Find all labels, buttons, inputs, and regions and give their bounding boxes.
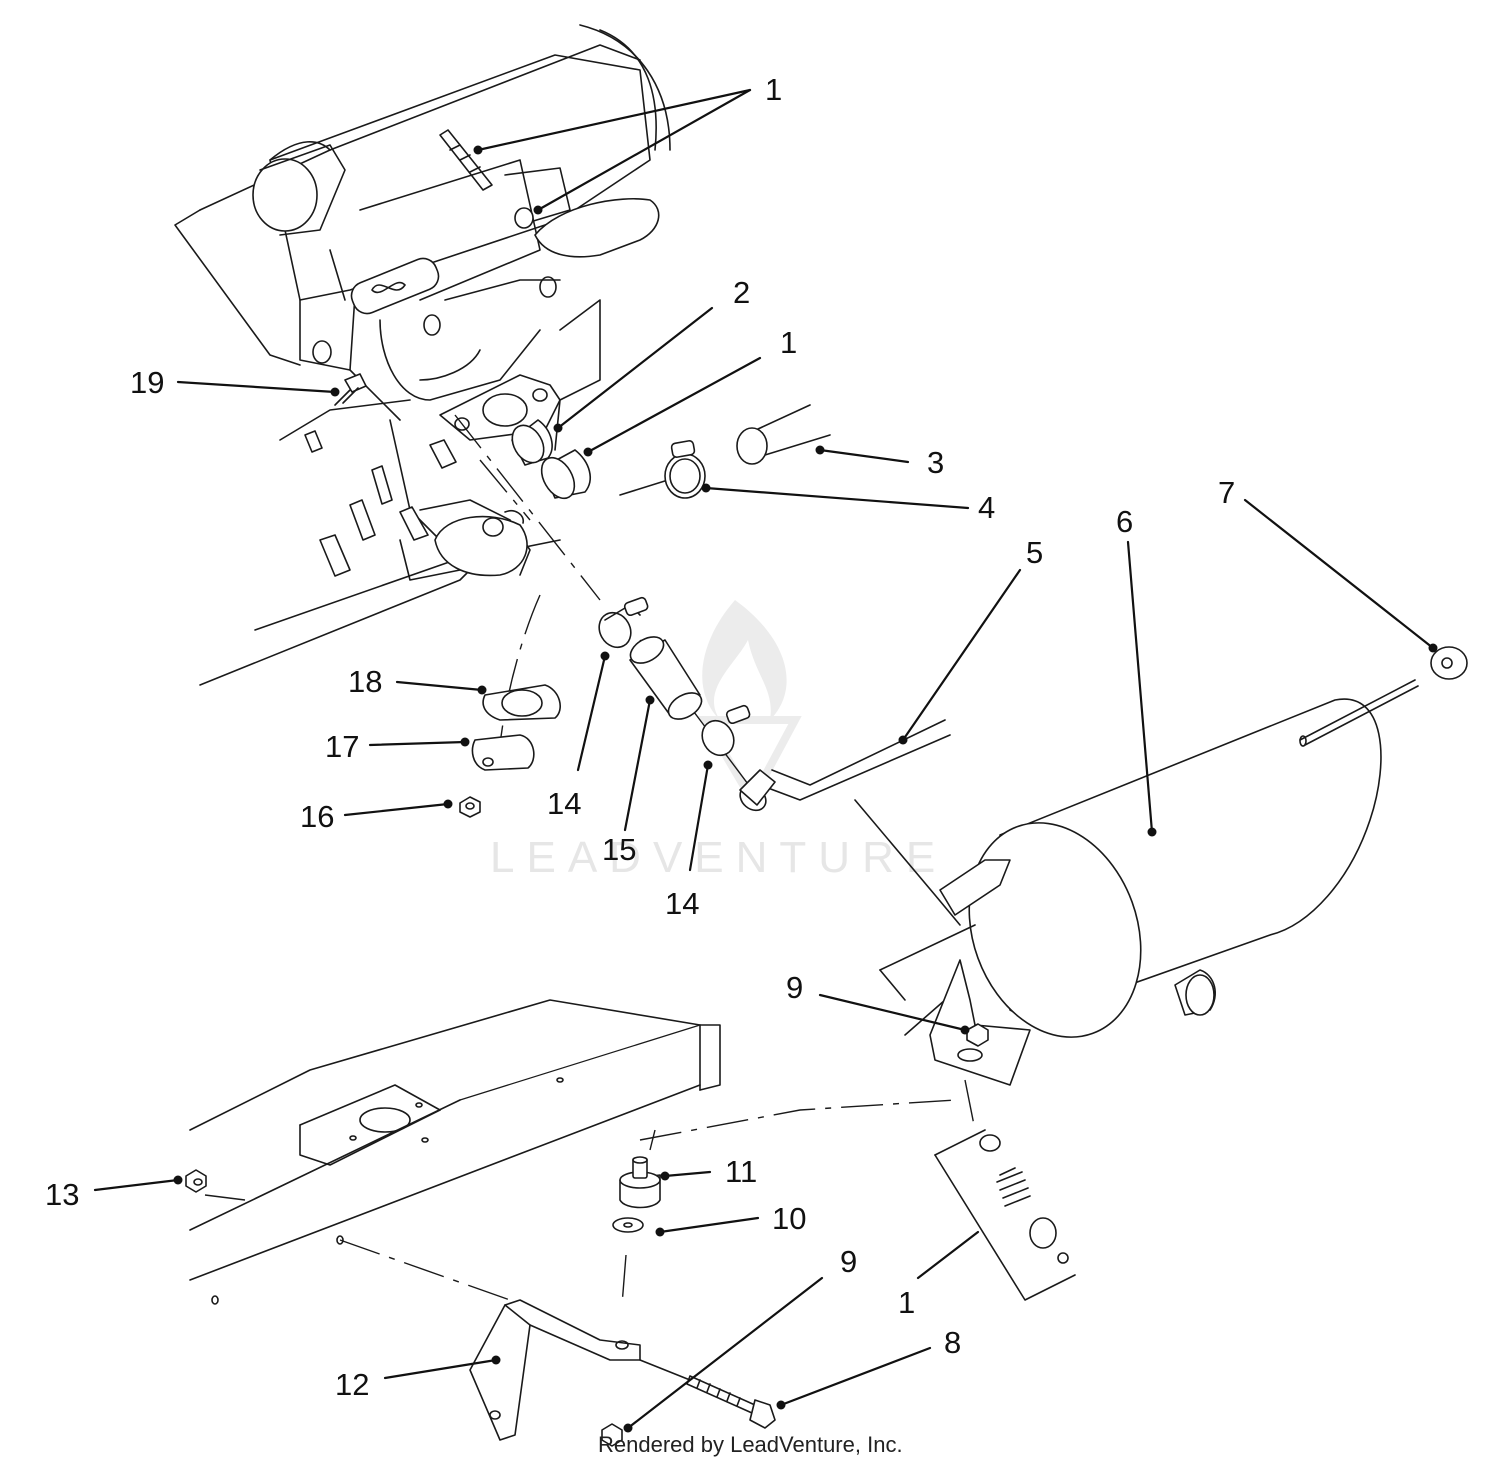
clamp-14-left <box>598 596 649 649</box>
callout-16: 16 <box>300 799 334 834</box>
exhaust-flange <box>439 374 561 441</box>
muffler-bracket <box>879 924 1031 1086</box>
callout-7: 7 <box>1218 475 1235 510</box>
nut-7 <box>1430 646 1468 680</box>
leader-lines <box>93 88 1438 1433</box>
callout-10: 10 <box>772 1201 806 1236</box>
callout-9: 9 <box>840 1244 857 1279</box>
callout-5: 5 <box>1026 535 1043 570</box>
watermark-text: LEADVENTURE <box>490 833 947 882</box>
bolt-1-top <box>439 129 534 229</box>
nut-16 <box>459 796 481 818</box>
bolt-9-top <box>966 1023 989 1047</box>
callout-14: 14 <box>665 886 699 921</box>
nut-13 <box>185 1169 207 1193</box>
engine-block <box>174 24 671 451</box>
engine-studs <box>304 430 457 577</box>
callout-4: 4 <box>978 490 995 525</box>
callout-8: 8 <box>944 1325 961 1360</box>
bolt-8 <box>639 1359 776 1429</box>
watermark: LEADVENTURE <box>490 600 947 882</box>
callout-6: 6 <box>1116 504 1133 539</box>
callout-19: 19 <box>130 365 164 400</box>
callout-9: 9 <box>786 970 803 1005</box>
callout-18: 18 <box>348 664 382 699</box>
callout-1: 1 <box>780 325 797 360</box>
callout-11: 11 <box>725 1154 757 1189</box>
pipe-3 <box>619 404 831 496</box>
callout-1: 1 <box>898 1285 915 1320</box>
gasket-18 <box>482 684 561 721</box>
nut-9-bottom <box>601 1423 623 1447</box>
callout-15: 15 <box>602 832 636 867</box>
callout-12: 12 <box>335 1367 369 1402</box>
callout-2: 2 <box>733 275 750 310</box>
bolt-19 <box>279 373 411 441</box>
vehicle-frame <box>189 999 721 1305</box>
callout-13: 13 <box>45 1177 79 1212</box>
clamp-4 <box>664 440 706 499</box>
callout-labels: 1 2 1 19 3 4 5 6 7 18 17 16 14 15 14 9 1… <box>45 72 1235 1402</box>
clamp-14-right <box>701 704 751 757</box>
callout-1: 1 <box>765 72 782 107</box>
callout-3: 3 <box>927 445 944 480</box>
washer-10 <box>612 1217 644 1233</box>
isolator-mount-11 <box>619 1156 661 1209</box>
callout-17: 17 <box>325 729 359 764</box>
bracket-12 <box>469 1299 641 1441</box>
callout-14: 14 <box>547 786 581 821</box>
spring-kit-1 <box>934 1129 1076 1301</box>
ring-1 <box>540 449 591 500</box>
render-credit: Rendered by LeadVenture, Inc. <box>598 1432 903 1457</box>
muffler-inlet-flange <box>854 799 1011 926</box>
plate-17 <box>471 734 535 771</box>
engine-shroud <box>199 419 561 686</box>
muffler-6 <box>968 679 1419 1038</box>
tube-15 <box>629 636 703 720</box>
